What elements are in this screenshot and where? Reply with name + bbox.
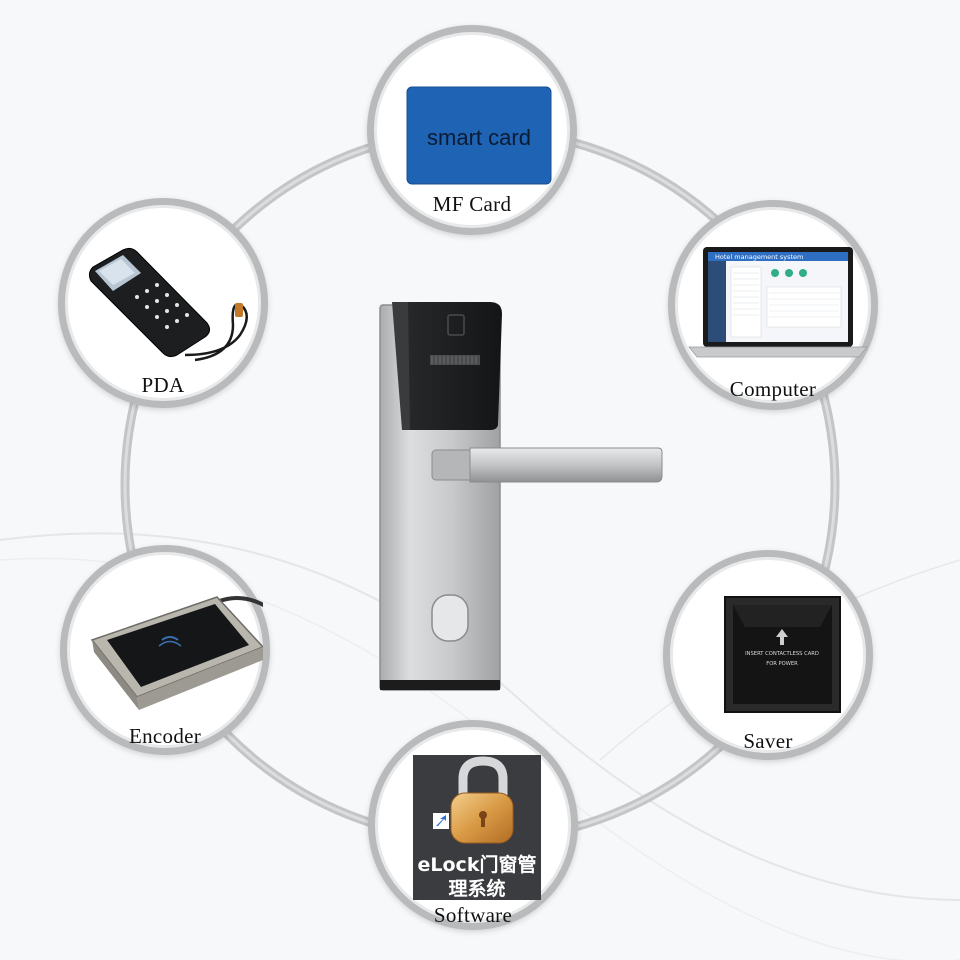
node-mf-card: smart card MF Card — [367, 25, 577, 235]
node-encoder: Encoder — [60, 545, 270, 755]
smart-card-icon: smart card — [406, 86, 552, 185]
saver-text-2: FOR POWER — [766, 661, 798, 667]
card-text: smart card — [427, 125, 531, 150]
padlock-icon — [433, 756, 514, 844]
laptop-icon: Hotel management system — [688, 247, 868, 358]
door-lock — [379, 302, 663, 691]
node-saver: INSERT CONTACTLESS CARD FOR POWER Saver — [663, 550, 873, 760]
encoder-icon — [90, 596, 263, 710]
label-mf-card: MF Card — [432, 192, 512, 216]
label-computer: Computer — [729, 377, 817, 401]
node-computer: Hotel management system Computer — [668, 200, 878, 410]
label-software: Software — [433, 903, 513, 927]
label-saver: Saver — [743, 729, 793, 753]
label-encoder: Encoder — [128, 724, 202, 748]
label-pda: PDA — [141, 373, 185, 397]
saver-text-1: INSERT CONTACTLESS CARD — [745, 651, 819, 657]
node-software: eLock门窗管 理系统 Software — [368, 720, 578, 930]
node-pda: PDA — [58, 198, 268, 408]
software-icon-tile: eLock门窗管 理系统 — [413, 755, 541, 900]
software-name-line-2: 理系统 — [448, 878, 506, 900]
power-saver-icon: INSERT CONTACTLESS CARD FOR POWER — [724, 596, 841, 713]
pda-icon — [88, 247, 248, 362]
screen-title: Hotel management system — [715, 253, 803, 261]
software-name-line-1: eLock门窗管 — [417, 854, 537, 876]
